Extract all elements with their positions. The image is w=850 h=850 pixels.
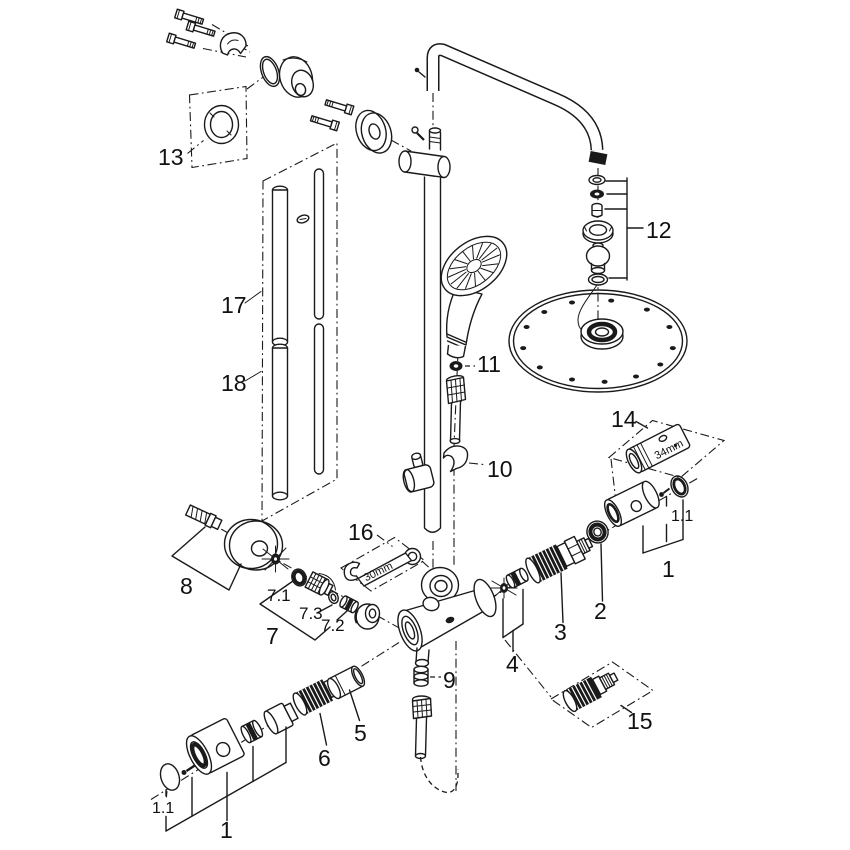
part1-right-label: 1 bbox=[662, 556, 675, 582]
inlet-chain-group bbox=[171, 504, 381, 641]
rail-panel-box bbox=[261, 142, 338, 522]
arm-set-screw-upper bbox=[414, 67, 420, 73]
part10-label: 10 bbox=[487, 456, 513, 482]
part17-label: 17 bbox=[221, 292, 247, 318]
part6-stop-ring bbox=[263, 702, 299, 735]
part7-filter bbox=[304, 571, 334, 596]
part12-bracket bbox=[604, 177, 644, 281]
part3-label: 3 bbox=[554, 619, 567, 645]
valve-outlet bbox=[414, 658, 430, 668]
part8-bracket bbox=[171, 526, 242, 591]
wrench-open-jaw bbox=[343, 561, 361, 581]
part16-label: 16 bbox=[348, 519, 374, 545]
part4-label: 4 bbox=[506, 651, 519, 677]
valve-knob bbox=[422, 596, 440, 612]
rail-tube-lower bbox=[271, 347, 289, 497]
part8-escutcheon bbox=[223, 518, 279, 570]
part1-1-right-label: 1.1 bbox=[671, 508, 693, 525]
part1-1-right-screw bbox=[659, 492, 664, 497]
mount-o-ring bbox=[259, 55, 281, 88]
part4-insert bbox=[505, 567, 529, 589]
part7-2-insert bbox=[339, 595, 359, 614]
part6-label: 6 bbox=[318, 745, 331, 771]
part15-check-valve bbox=[562, 672, 619, 713]
o-ring-large bbox=[587, 273, 609, 286]
part15-box bbox=[549, 661, 655, 729]
part15-label: 15 bbox=[627, 708, 653, 734]
part8-label: 8 bbox=[180, 573, 193, 599]
part5-sleeve bbox=[326, 665, 366, 700]
riser-pipe bbox=[423, 176, 442, 533]
seal-star-left bbox=[261, 545, 290, 573]
part13-box bbox=[188, 85, 248, 169]
part7-bracket bbox=[259, 580, 348, 641]
part9-label: 9 bbox=[443, 667, 456, 693]
part1-1-left-cap bbox=[159, 763, 181, 791]
head-shower-group bbox=[508, 168, 688, 393]
part1-left-handle bbox=[185, 718, 245, 775]
part2-label: 2 bbox=[594, 598, 607, 624]
nozzle-dots bbox=[520, 298, 676, 384]
part1-1-right-cap bbox=[670, 475, 689, 498]
part1-left-ring bbox=[240, 719, 264, 744]
part5-label: 5 bbox=[354, 720, 367, 746]
part14-socket-tool bbox=[625, 423, 691, 474]
washer bbox=[588, 174, 606, 186]
rail-tube-upper bbox=[271, 189, 289, 343]
part7-1-label: 7.1 bbox=[267, 586, 291, 605]
part7-2-label: 7.2 bbox=[321, 616, 345, 635]
part12-label: 12 bbox=[646, 217, 672, 243]
rail-slot-lower bbox=[313, 323, 325, 475]
part3-cartridge bbox=[525, 535, 594, 584]
part7-3-label: 7.3 bbox=[299, 604, 323, 623]
slider-group bbox=[402, 445, 485, 493]
tee-fitting bbox=[437, 155, 451, 179]
bottom-left-chain-group bbox=[159, 665, 366, 832]
hand-shower-handle bbox=[445, 287, 483, 346]
part9-adapter bbox=[413, 665, 429, 674]
part1-left-label: 1 bbox=[220, 817, 233, 843]
rail-panel-group bbox=[244, 142, 338, 522]
labels: 13 17 18 12 11 10 9 16 14 15 8 7.1 7.3 7… bbox=[152, 144, 693, 843]
part4-bracket bbox=[502, 588, 524, 653]
part14-label: 14 bbox=[611, 406, 637, 432]
part12-stack bbox=[582, 174, 644, 286]
part1-left-bracket bbox=[165, 726, 287, 832]
part13-label: 13 bbox=[158, 144, 184, 170]
wall-anchor bbox=[219, 32, 247, 56]
shower-arm-group bbox=[398, 43, 608, 533]
shower-hose bbox=[414, 717, 428, 757]
part11-label: 11 bbox=[477, 351, 501, 377]
part1-1-left-screw bbox=[181, 770, 187, 775]
part1-right-bracket bbox=[642, 495, 684, 554]
part18-label: 18 bbox=[221, 370, 247, 396]
ball-joint bbox=[585, 245, 611, 267]
valve-group bbox=[397, 566, 497, 794]
rail-slot-upper bbox=[313, 168, 325, 320]
slider-hook bbox=[442, 445, 469, 473]
wrench-size-label: 30mm bbox=[362, 560, 395, 584]
part1-right-handle bbox=[603, 480, 660, 527]
slider-clamp bbox=[403, 464, 435, 493]
wall-mount-group bbox=[165, 8, 393, 169]
part14-box bbox=[607, 419, 726, 479]
part8-nipple bbox=[184, 504, 223, 531]
valve-body bbox=[397, 609, 423, 652]
right-chain-group bbox=[490, 419, 726, 729]
wrench-box-group bbox=[340, 534, 426, 592]
arm-end-fitting bbox=[588, 150, 608, 166]
part7-label: 7 bbox=[266, 623, 279, 649]
part1-1-left-label: 1.1 bbox=[152, 800, 174, 817]
hand-shower-face bbox=[440, 235, 508, 297]
hand-shower-group bbox=[440, 235, 508, 445]
arm-set-screw-lower bbox=[411, 126, 419, 134]
wrench-handle bbox=[357, 552, 413, 587]
